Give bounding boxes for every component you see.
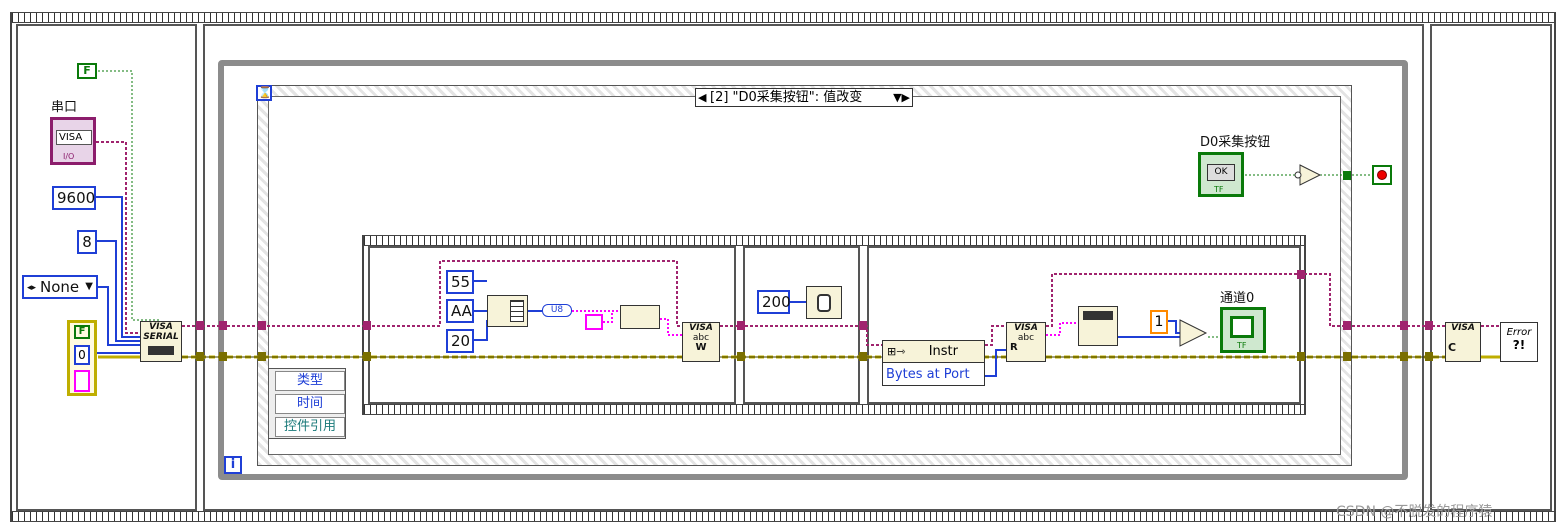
event-time-field: 时间 (275, 394, 345, 414)
channel-indicator: TF (1220, 307, 1266, 353)
dropdown-arrow-icon[interactable]: ▼ (85, 281, 93, 292)
loop-iteration-terminal: i (224, 456, 242, 474)
not-gate-icon (1299, 164, 1322, 186)
visa-resource-label: VISA (56, 130, 92, 145)
visa-read-node[interactable]: VISA abc R (1006, 322, 1046, 362)
key-icon: ⊞⇾ (887, 345, 906, 358)
inner-sequence-top (362, 235, 1306, 246)
baud-wire (96, 196, 140, 338)
baud-rate-constant: 9600 (52, 186, 96, 210)
property-node-class: ⊞⇾ Instr (883, 341, 984, 363)
error-source (74, 370, 90, 392)
wait-ms-node[interactable] (806, 286, 842, 319)
event-ctlref-field: 控件引用 (275, 417, 345, 437)
property-node[interactable]: ⊞⇾ Instr Bytes at Port (882, 340, 985, 386)
visa-write-node[interactable]: VISA abc W (682, 322, 720, 362)
false-constant: F (77, 63, 97, 79)
sequence-structure (10, 12, 1556, 521)
visa-resource-control[interactable]: VISA I/O (50, 117, 96, 165)
stop-icon (1377, 170, 1387, 180)
increment-arrow-icon[interactable]: ▼▶ (893, 91, 910, 104)
array-icon (510, 300, 524, 322)
tf-tag-2: TF (1237, 341, 1247, 350)
build-array-node[interactable] (487, 295, 528, 327)
sequence-frame-bottom (10, 511, 1556, 522)
loop-stop-terminal (1372, 165, 1392, 185)
false-wire (98, 70, 160, 321)
simple-error-handler-node[interactable]: Error ?! (1500, 322, 1538, 362)
error-code: 0 (74, 345, 90, 365)
while-loop (218, 60, 1408, 480)
string-constant (585, 314, 603, 330)
button-label: D0采集按钮 (1200, 135, 1271, 150)
event-timeout-icon: ⌛ (256, 85, 272, 101)
visa-configure-serial-node[interactable]: VISA SERIAL (140, 321, 182, 362)
compare-constant: 1 (1150, 310, 1168, 334)
byte-constant-aa: AA (446, 299, 474, 323)
event-case-selector[interactable]: ◀ [2] "D0采集按钮": 值改变 ▼▶ (695, 88, 913, 107)
inner-sequence-bottom (362, 404, 1306, 415)
parity-label: None (40, 278, 80, 296)
format-icon (1083, 311, 1113, 320)
event-type-field: 类型 (275, 371, 345, 391)
byte-wires (474, 280, 488, 341)
byte-constant-20: 20 (446, 329, 474, 353)
bytes-wire (985, 349, 1006, 377)
d0-collect-button-terminal[interactable]: OK TF (1198, 152, 1244, 197)
status-bool: F (74, 325, 90, 339)
wristwatch-icon (817, 294, 831, 312)
channel-label: 通道0 (1220, 291, 1255, 306)
read-to-parse-wire (1046, 322, 1078, 336)
event-data-node: 类型 时间 控件引用 (268, 368, 346, 439)
serial-port-icon (148, 346, 174, 355)
compare-wires (1118, 320, 1180, 338)
sequence-frame-top (10, 12, 1556, 23)
ok-button-face: OK (1207, 164, 1235, 181)
serial-port-label: 串口 (51, 100, 78, 115)
decrement-arrow-icon[interactable]: ◀ (698, 91, 707, 104)
enum-arrows-icon: ◂▸ (27, 283, 37, 293)
string-to-write-wire (660, 318, 682, 336)
visa-wire-3 (720, 325, 882, 346)
visa-wire-1 (96, 141, 140, 334)
scan-from-string-node[interactable] (1078, 306, 1118, 346)
error-cluster-constant: F 0 (67, 320, 97, 396)
bytes-at-port-property[interactable]: Bytes at Port (886, 367, 970, 382)
tf-tag: TF (1214, 185, 1224, 194)
visa-wire-2 (182, 260, 690, 327)
event-case-label: [2] "D0采集按钮": 值改变 (710, 90, 863, 105)
sequence-frame-1 (16, 24, 197, 511)
byte-array-to-string-node[interactable] (620, 305, 660, 329)
byte-constant-55: 55 (446, 270, 474, 294)
sequence-frame-3 (1430, 24, 1552, 511)
visa-close-node[interactable]: VISA C (1445, 322, 1481, 362)
watermark: CSDN @不脱发的程序猿 (1336, 504, 1493, 520)
sequence-frame-2 (203, 24, 1424, 511)
bits-wire (96, 240, 140, 342)
data-bits-constant: 8 (77, 230, 97, 254)
parity-wire (96, 286, 140, 346)
parity-enum-constant[interactable]: ◂▸ None ▼ (22, 275, 98, 299)
equal-icon (1179, 319, 1208, 347)
io-tag: I/O (63, 152, 75, 161)
u8-conversion-node[interactable]: U8 (542, 304, 572, 317)
wait-ms-constant: 200 (757, 290, 791, 314)
led-icon (1230, 316, 1254, 338)
visa-wire-4 (985, 325, 1006, 346)
